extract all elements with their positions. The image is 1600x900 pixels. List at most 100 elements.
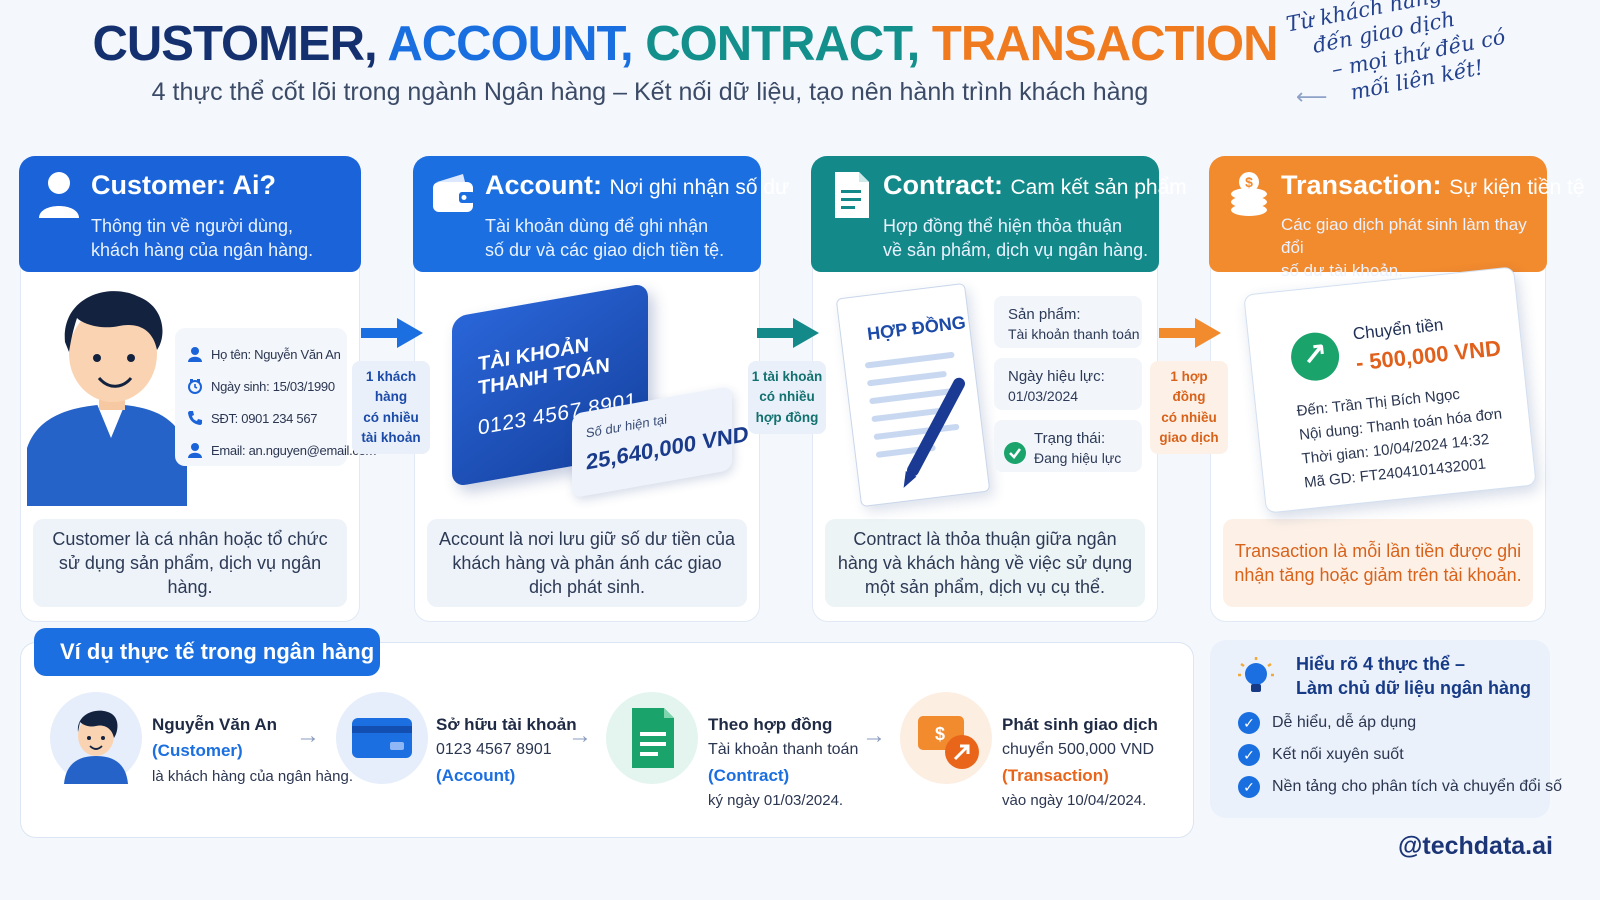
example-step-customer: Nguyễn Văn An (Customer) là khách hàng c…	[152, 712, 353, 788]
contract-card-title: Contract: Cam kết sản phẩm	[883, 170, 1187, 201]
transaction-caption: Transaction là mỗi lần tiền được ghi nhậ…	[1223, 519, 1533, 607]
example-contract-icon-circle	[606, 692, 698, 784]
arrow-right-icon	[757, 318, 819, 348]
coins-icon: $	[1231, 172, 1267, 216]
bank-card-label: TÀI KHOẢN THANH TOÁN	[478, 329, 610, 400]
example-transaction-title: Phát sinh giao dịch	[1002, 715, 1158, 734]
summary-item: ✓ Dễ hiểu, dễ áp dụng	[1238, 712, 1416, 734]
account-card-header: Account: Nơi ghi nhận số dư Tài khoản dù…	[413, 156, 789, 272]
connector-label: 1 hợp đồng có nhiều giao dịch	[1150, 361, 1228, 454]
example-contract-date: ký ngày 01/03/2024.	[708, 792, 844, 810]
connector-account-contract: 1 tài khoản có nhiều hợp đồng	[748, 318, 826, 434]
brand-handle: @techdata.ai	[1398, 832, 1553, 860]
account-desc-line: Tài khoản dùng để ghi nhận	[485, 216, 709, 236]
example-transaction-icon-circle: $	[900, 692, 992, 784]
example-contract-title: Theo hợp đồng	[708, 715, 833, 734]
account-desc-line: số dư và các giao dịch tiền tệ.	[485, 240, 725, 261]
account-title-sub: Nơi ghi nhận số dư	[609, 176, 790, 199]
summary-title-line: Làm chủ dữ liệu ngân hàng	[1296, 678, 1532, 699]
account-caption: Account là nơi lưu giữ số dư tiền của kh…	[427, 519, 747, 607]
contract-desc-line: Hợp đồng thể hiện thỏa thuận	[883, 216, 1122, 236]
customer-email-row: Email: an.nguyen@email.com	[187, 434, 376, 466]
transaction-card-title: Transaction: Sự kiện tiền tệ	[1281, 170, 1585, 201]
customer-desc-line: khách hàng của ngân hàng.	[91, 240, 314, 261]
customer-card-desc: Thông tin về người dùng, khách hàng của …	[91, 214, 313, 263]
contract-card-desc: Hợp đồng thể hiện thỏa thuận về sản phẩm…	[883, 214, 1148, 263]
receipt-title: Chuyển tiền	[1351, 315, 1445, 344]
summary-item: ✓ Nền tảng cho phân tích và chuyển đổi số	[1238, 776, 1562, 798]
transaction-card-header: $ Transaction: Sự kiện tiền tệ Các giao …	[1209, 156, 1585, 280]
summary-item-label: Nền tảng cho phân tích và chuyển đổi số	[1272, 778, 1562, 795]
summary-item-label: Dễ hiểu, dễ áp dụng	[1272, 714, 1417, 731]
contract-date-label: Ngày hiệu lực:	[1008, 368, 1105, 385]
customer-dob-row: Ngày sinh: 15/03/1990	[187, 370, 347, 402]
summary-item: ✓ Kết nối xuyên suốt	[1238, 744, 1404, 766]
money-transfer-icon: $	[918, 716, 979, 769]
connector-label-line: có nhiều	[1161, 409, 1217, 425]
summary-title: Hiểu rõ 4 thực thể – Làm chủ dữ liệu ngâ…	[1296, 652, 1531, 701]
example-step-transaction: Phát sinh giao dịch chuyển 500,000 VND (…	[1002, 712, 1158, 813]
connector-label-line: 1 khách hàng	[365, 369, 417, 405]
customer-avatar-illustration	[27, 291, 187, 506]
summary-panel: Hiểu rõ 4 thực thể – Làm chủ dữ liệu ngâ…	[1210, 640, 1562, 818]
customer-name-row: Họ tên: Nguyễn Văn An	[187, 338, 347, 370]
document-line	[871, 407, 942, 423]
contract-doc-icon	[632, 708, 674, 768]
contract-product-label: Sản phẩm:	[1008, 306, 1081, 323]
account-title-main: Account:	[485, 170, 602, 200]
contract-document-title: HỢP ĐỒNG	[866, 312, 967, 345]
transaction-title-main: Transaction:	[1281, 170, 1442, 200]
customer-info-box: Họ tên: Nguyễn Văn An Ngày sinh: 15/03/1…	[175, 328, 376, 466]
contract-caption: Contract là thỏa thuận giữa ngân hàng và…	[825, 519, 1145, 607]
customer-dob: Ngày sinh: 15/03/1990	[211, 378, 335, 394]
contract-product-value: Tài khoản thanh toán	[1008, 326, 1140, 342]
customer-phone: SĐT: 0901 234 567	[211, 410, 318, 426]
example-step-contract: Theo hợp đồng Tài khoản thanh toán (Cont…	[708, 712, 858, 813]
handwritten-arrow-icon: ⟵	[1296, 84, 1328, 109]
title-transaction: TRANSACTION	[931, 17, 1279, 71]
example-transaction-role: (Transaction)	[1002, 766, 1109, 786]
user-icon	[39, 172, 79, 218]
contract-title-main: Contract:	[883, 170, 1003, 200]
example-transaction-date: vào ngày 10/04/2024.	[1002, 792, 1147, 810]
example-arrow-icon: →	[296, 722, 320, 749]
example-arrow-icon: →	[862, 722, 886, 749]
document-line	[864, 351, 955, 369]
check-icon: ✓	[1238, 712, 1260, 734]
contract-date-box: Ngày hiệu lực: 01/03/2024	[994, 358, 1142, 410]
connector-label-line: giao dịch	[1159, 429, 1219, 445]
summary-item-label: Kết nối xuyên suốt	[1272, 746, 1404, 763]
check-icon: ✓	[1238, 776, 1260, 798]
example-contract-role: (Contract)	[708, 766, 790, 786]
example-transaction-value: chuyển 500,000 VND	[1002, 741, 1155, 759]
check-icon: ✓	[1238, 744, 1260, 766]
connector-label: 1 tài khoản có nhiều hợp đồng	[748, 361, 826, 434]
customer-card-header: Customer: Ai? Thông tin về người dùng, k…	[19, 156, 361, 272]
transaction-receipt: ↗ Chuyển tiền - 500,000 VND Đến: Trần Th…	[1243, 266, 1537, 514]
example-step-account: Sở hữu tài khoản 0123 4567 8901 (Account…	[436, 712, 577, 789]
balance-label: Số dư hiện tại	[586, 411, 667, 441]
summary-title-line: Hiểu rõ 4 thực thể –	[1296, 654, 1466, 674]
connector-contract-transaction: 1 hợp đồng có nhiều giao dịch	[1150, 318, 1228, 454]
phone-icon	[188, 411, 202, 425]
connector-label-line: 1 hợp đồng	[1170, 369, 1208, 405]
example-account-icon-circle	[336, 692, 428, 784]
example-customer-desc: là khách hàng của ngân hàng.	[152, 767, 353, 785]
svg-text:$: $	[1245, 174, 1253, 190]
example-account-title: Sở hữu tài khoản	[436, 715, 577, 734]
customer-card-title: Customer: Ai?	[91, 170, 277, 200]
page-title: CUSTOMER, ACCOUNT, CONTRACT, TRANSACTION	[0, 16, 1370, 72]
outgoing-arrow-icon: ↗	[1288, 330, 1342, 384]
contract-card-header: Contract: Cam kết sản phẩm Hợp đồng thể …	[811, 156, 1187, 272]
example-customer-role: (Customer)	[152, 741, 243, 761]
document-line	[873, 423, 960, 441]
customer-phone-row: SĐT: 0901 234 567	[187, 402, 347, 434]
avatar-icon	[64, 710, 128, 784]
contract-status-box: Trạng thái: Đang hiệu lực	[994, 420, 1142, 472]
customer-email: Email: an.nguyen@email.com	[211, 442, 377, 458]
person-icon	[188, 347, 202, 362]
account-card-desc: Tài khoản dùng để ghi nhận số dư và các …	[485, 214, 724, 263]
customer-card: Customer: Ai? Thông tin về người dùng, k…	[19, 156, 376, 622]
customer-name: Họ tên: Nguyễn Văn An	[211, 346, 341, 362]
transaction-title-sub: Sự kiện tiền tệ	[1449, 176, 1585, 199]
